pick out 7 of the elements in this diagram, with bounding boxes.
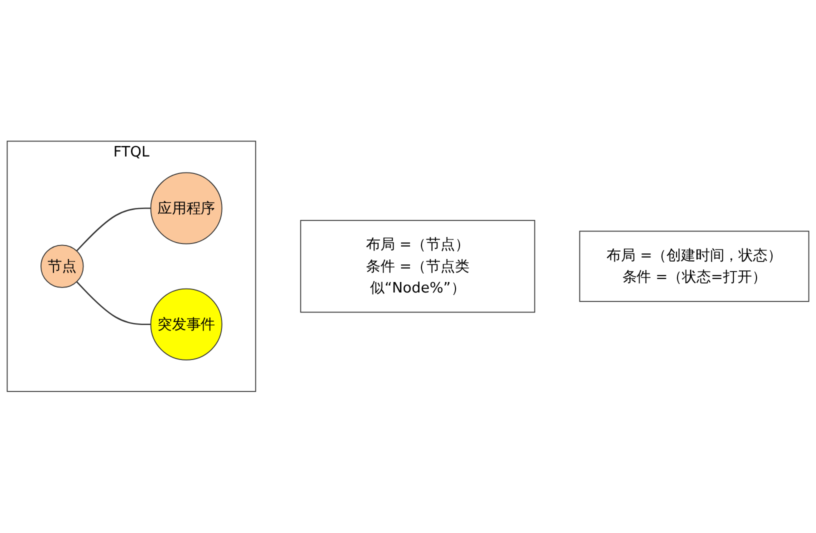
node-box: 布局 =（节点） 条件 =（节点类似“Node%”） <box>300 220 536 313</box>
node-circle: 应用程序 <box>150 172 222 244</box>
node-circle: 突发事件 <box>150 288 222 361</box>
node-box: 布局 =（创建时间，状态） 条件 =（状态=打开） <box>579 230 810 302</box>
connector <box>76 281 151 326</box>
connector <box>76 208 151 252</box>
node-circle: 节点 <box>40 244 84 288</box>
